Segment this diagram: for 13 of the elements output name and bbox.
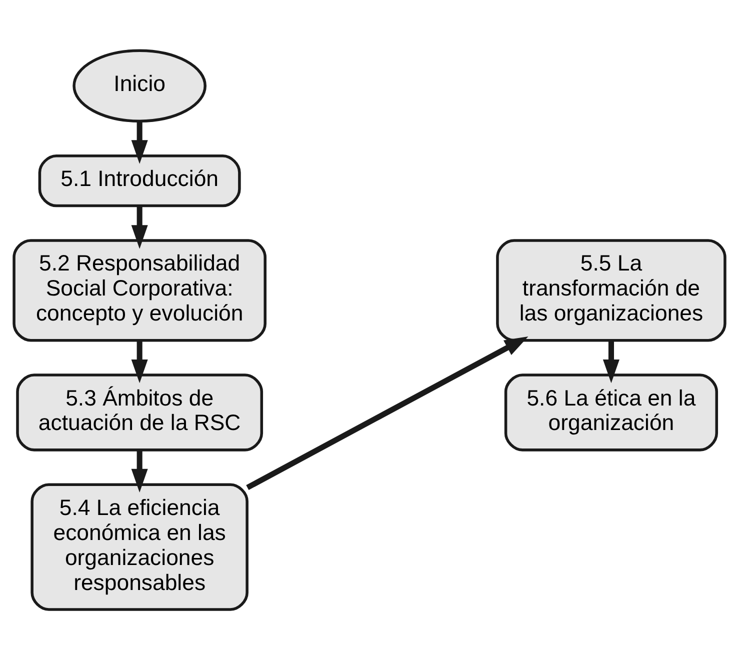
node-box: 5.4 La eficiencia económica en las organizaciones responsables — [30, 482, 248, 610]
node-ellipse: Inicio — [72, 48, 206, 122]
node-box: 5.5 La transformación de las organizaciones — [496, 238, 726, 342]
node-box: 5.3 Ámbitos de actuación de la RSC — [16, 373, 264, 451]
node-box: 5.6 La ética en la organización — [504, 373, 718, 451]
arrow — [246, 336, 528, 490]
arrow — [131, 121, 148, 164]
arrow — [131, 450, 148, 492]
arrow — [131, 340, 148, 383]
arrow — [602, 340, 620, 383]
node-box: 5.2 Responsabilidad Social Corporativa: concepto y evolución — [12, 238, 266, 342]
arrow — [131, 205, 148, 248]
node-box: 5.1 Introducción — [38, 154, 241, 207]
